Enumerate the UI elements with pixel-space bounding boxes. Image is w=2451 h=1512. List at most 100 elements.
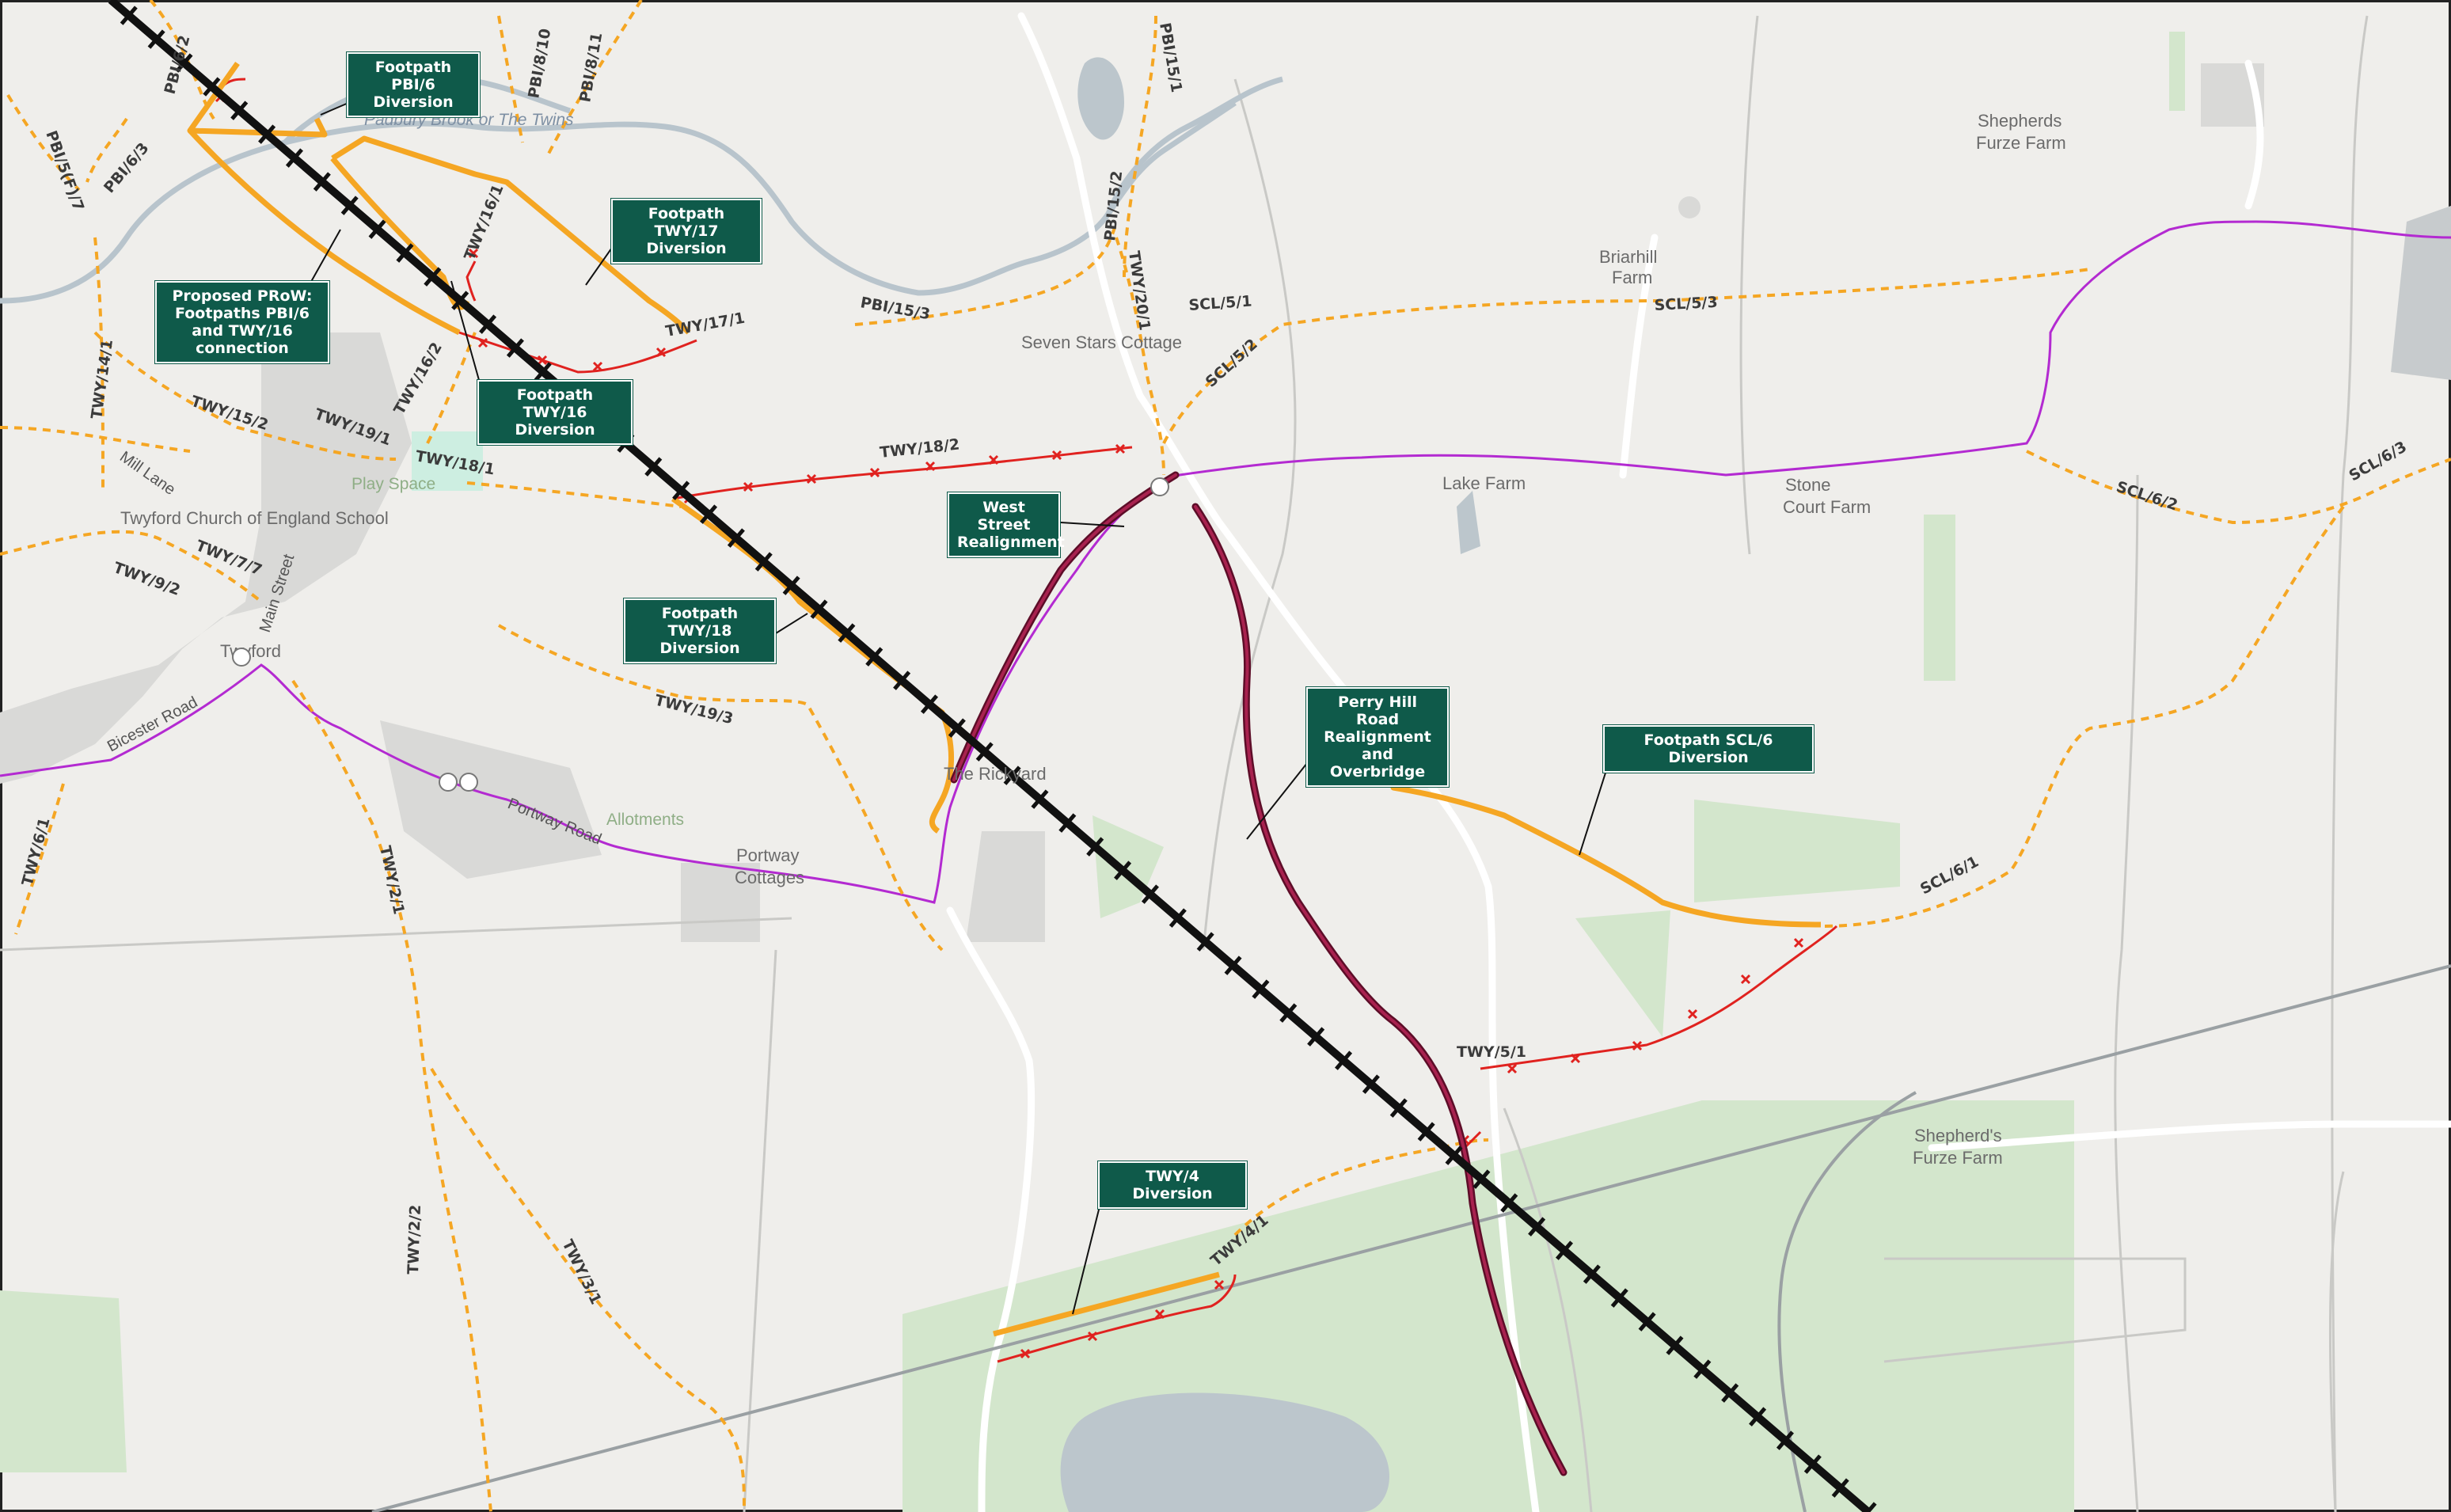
- path-twy-15-2: [93, 331, 397, 461]
- water-bodies: [1060, 57, 2451, 1512]
- east-dark-area: [2391, 206, 2451, 380]
- label-stone-court-1: Stone: [1785, 475, 1831, 495]
- callout-twy-18-diversion[interactable]: Footpath TWY/18 Diversion: [624, 598, 776, 663]
- callout-twy-16-diversion[interactable]: Footpath TWY/16 Diversion: [477, 380, 633, 445]
- path-scl-6-1: [1820, 505, 2345, 928]
- label-shepherds-b-2: Furze Farm: [1913, 1148, 2003, 1168]
- prow-pbi-15-1: PBI/15/1: [1156, 21, 1185, 93]
- prow-twy-6-1: TWY/6/1: [19, 816, 54, 888]
- rail-sleeper: [1831, 1478, 1849, 1498]
- rail-sleeper: [1749, 1407, 1767, 1427]
- callout-west-street-realignment[interactable]: West Street Realignment: [948, 492, 1065, 557]
- green-play-space: [412, 431, 483, 491]
- twyford-south-block: [380, 720, 602, 879]
- prow-twy-14-1: TWY/14/1: [88, 338, 116, 420]
- path-pbi-6-2: [149, 0, 215, 120]
- road-realignments-inner: [952, 473, 1565, 1474]
- rail-sleeper: [1638, 1312, 1656, 1332]
- rail-sleeper: [644, 457, 663, 477]
- callout-pbi-6-diversion[interactable]: Footpath PBI/6 Diversion: [347, 52, 480, 117]
- label-mill-lane: Mill Lane: [116, 448, 178, 499]
- west-street: [946, 906, 1036, 1512]
- stopped-perry-link: [1463, 1130, 1482, 1149]
- rail-sleeper: [1031, 789, 1049, 809]
- rail-sleeper: [699, 504, 718, 524]
- label-briarhill-2: Farm: [1612, 268, 1652, 287]
- path-pbi-15-3: [854, 221, 1118, 326]
- prow-twy-5-1: TWY/5/1: [1457, 1043, 1526, 1061]
- prow-scl-5-1: SCL/5/1: [1188, 292, 1252, 314]
- diversion-scl-6: [1364, 766, 1822, 928]
- rail-sleeper: [506, 338, 524, 358]
- callout-twy-17-diversion[interactable]: Footpath TWY/17 Diversion: [611, 199, 762, 264]
- rail-sleeper: [120, 6, 138, 25]
- rickyard-buildings: [966, 831, 1045, 942]
- rail-sleeper: [1693, 1359, 1712, 1379]
- callout-scl-6-diversion[interactable]: Footpath SCL/6 Diversion: [1603, 725, 1814, 773]
- prow-twy-15-2: TWY/15/2: [188, 393, 270, 434]
- label-lake-farm: Lake Farm: [1442, 473, 1526, 493]
- rail-sleeper: [1555, 1240, 1574, 1260]
- rail-sleeper: [865, 647, 884, 667]
- prow-pbi-8-11: PBI/8/11: [576, 31, 606, 103]
- rail-sleeper: [975, 742, 994, 762]
- rail-sleeper: [1417, 1122, 1435, 1142]
- place-labels: Padbury Brook or The Twins Seven Stars C…: [120, 111, 2066, 1168]
- shepherds-track-north: [2244, 59, 2264, 210]
- shepherds-building: [2201, 63, 2264, 127]
- rail-sleeper: [1252, 979, 1270, 999]
- callout-perry-hill-road[interactable]: Perry Hill Road Realignment and Overbrid…: [1306, 687, 1449, 787]
- label-church-school: Twyford Church of England School: [120, 508, 389, 528]
- rail-sleeper: [479, 314, 497, 334]
- rail-sleeper: [672, 481, 690, 500]
- prow-pbi-6-3: PBI/6/3: [101, 139, 153, 196]
- prow-scl-5-2: SCL/5/2: [1203, 336, 1261, 391]
- rail-sleeper: [920, 694, 939, 714]
- label-portway-2: Cottages: [735, 868, 804, 887]
- path-twy-19-3: [498, 624, 944, 952]
- rail-sleeper: [1003, 765, 1021, 785]
- prow-scl-6-3: SCL/6/3: [2346, 438, 2410, 484]
- rail-sleeper: [1114, 860, 1132, 880]
- path-twy-9-2: [0, 530, 263, 603]
- green-southwest: [0, 1290, 127, 1472]
- prow-twy-2-2: TWY/2/2: [405, 1204, 424, 1275]
- path-pbi-15-1: [1123, 15, 1157, 278]
- green-triangle: [1575, 910, 1670, 1037]
- callout-twy-4-diversion[interactable]: TWY/4 Diversion: [1098, 1161, 1247, 1209]
- prow-twy-16-2: TWY/16/2: [390, 340, 446, 418]
- prow-pbi-8-10: PBI/8/10: [525, 27, 554, 99]
- green-field-east: [1694, 800, 1900, 902]
- rail-sleeper: [1362, 1074, 1380, 1094]
- hs2-railway: [108, 0, 1877, 1512]
- path-twy-2-1: [291, 679, 492, 1512]
- prow-twy-7-7: TWY/7/7: [193, 537, 264, 579]
- pond-north: [1077, 57, 1124, 140]
- label-allotments: Allotments: [606, 811, 684, 829]
- prow-pbi-15-2: PBI/15/2: [1101, 170, 1126, 242]
- rail-sleeper: [893, 671, 911, 690]
- stopped-twy-4: [997, 1274, 1237, 1363]
- rail-sleeper: [1196, 932, 1214, 952]
- rail-sleeper: [1528, 1217, 1546, 1237]
- rail-sleeper: [147, 29, 165, 49]
- rail-sleeper: [1168, 908, 1187, 928]
- rail-sleeper: [1583, 1264, 1601, 1284]
- bus-stop-icon: [1150, 477, 1169, 496]
- prow-twy-18-2: TWY/18/2: [879, 436, 960, 462]
- rail-sleeper: [1141, 884, 1159, 904]
- callout-proposed-prow[interactable]: Proposed PRoW: Footpaths PBI/6 and TWY/1…: [155, 281, 329, 363]
- rail-sleeper: [1086, 837, 1104, 857]
- rail-sleeper: [313, 172, 331, 192]
- bus-stop-icon: [459, 773, 478, 792]
- rail-sleeper: [230, 101, 249, 120]
- path-pbi-5-f-7: [6, 93, 81, 192]
- prow-pbi-15-3: PBI/15/3: [859, 294, 931, 323]
- prow-twy-20-1: TWY/20/1: [1125, 250, 1153, 332]
- path-twy-19-1-west: [0, 426, 191, 453]
- label-portway-1: Portway: [736, 845, 799, 865]
- prow-twy-16-1: TWY/16/1: [461, 182, 507, 263]
- shepherds-furze-road: [1928, 1120, 2451, 1152]
- path-twy-6-1: [14, 783, 65, 935]
